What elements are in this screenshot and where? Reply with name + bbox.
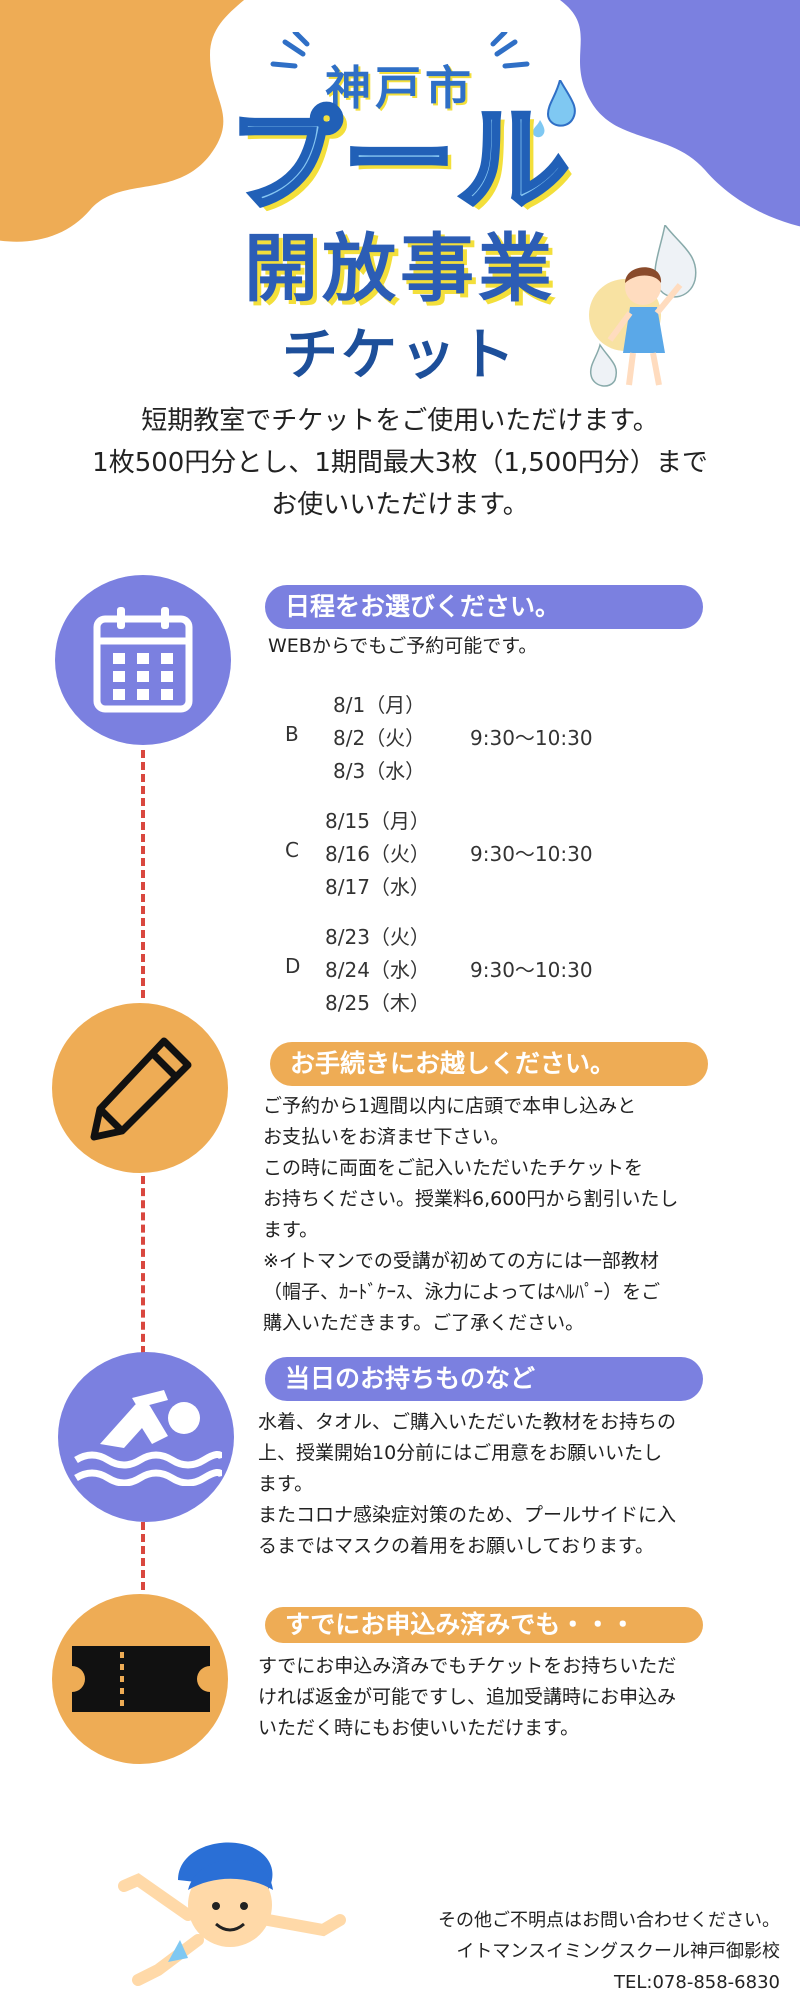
purple-blob-decoration <box>560 0 800 227</box>
schedule-section-title: 日程をお選びください。 <box>265 585 703 629</box>
intro-text: 短期教室でチケットをご使用いただけます。 1枚500円分とし、1期間最大3枚（1… <box>60 400 740 526</box>
schedule-table: B 8/1（月） 8/2（火） 8/3（水） 9:30～10:30 C 8/15… <box>285 683 625 1018</box>
belongings-section-title: 当日のお持ちものなど <box>265 1357 703 1401</box>
procedure-line: お支払いをお済ませ下さい。 <box>263 1126 510 1148</box>
schedule-time: 9:30～10:30 <box>470 842 593 866</box>
schedule-date: 8/24（水） <box>325 958 430 982</box>
belongings-line: 上、授業開始10分前にはご用意をお願いいたし <box>258 1442 663 1464</box>
pencil-circle <box>52 1003 228 1173</box>
ticket-icon <box>72 1646 210 1712</box>
schedule-group-label: C <box>285 838 299 862</box>
swimming-boy-illustration <box>118 1842 346 1986</box>
procedure-line: ます。 <box>263 1219 319 1241</box>
procedure-line: ※イトマンでの受講が初めての方には一部教材 <box>263 1250 659 1272</box>
intro-line-1: 短期教室でチケットをご使用いただけます。 <box>141 406 659 436</box>
schedule-time: 9:30～10:30 <box>470 726 593 750</box>
intro-line-2: 1枚500円分とし、1期間最大3枚（1,500円分）まで <box>92 448 708 478</box>
schedule-date: 8/3（水） <box>333 759 426 783</box>
schedule-time: 9:30～10:30 <box>470 958 593 982</box>
header-ticket-title: チケット <box>282 323 518 388</box>
header-city: 神戸市 <box>325 61 475 115</box>
footer-line-2: イトマンスイミングスクール神戸御影校 <box>456 1941 780 1962</box>
schedule-date: 8/25（木） <box>325 991 430 1015</box>
timeline-connector <box>141 1522 145 1590</box>
orange-blob-decoration <box>0 0 245 242</box>
procedure-line: （帽子、ｶｰﾄﾞｹｰｽ、泳力によってはﾍﾙﾊﾟｰ）をご <box>263 1281 661 1303</box>
schedule-group-label: B <box>285 722 299 746</box>
schedule-date: 8/15（月） <box>325 809 430 833</box>
applied-line: すでにお申込み済みでもチケットをお持ちいただ <box>258 1655 677 1677</box>
belongings-line: またコロナ感染症対策のため、プールサイドに入 <box>258 1504 677 1526</box>
procedure-line: この時に両面をご記入いただいたチケットを <box>263 1157 644 1179</box>
procedure-line: ご予約から1週間以内に店頭で本申し込みと <box>263 1095 637 1117</box>
ticket-circle <box>52 1594 228 1764</box>
schedule-date: 8/2（火） <box>333 726 426 750</box>
header-project-title: 開放事業 <box>244 226 556 312</box>
procedure-text: ご予約から1週間以内に店頭で本申し込みと お支払いをお済ませ下さい。 この時に両… <box>263 1091 678 1339</box>
footer-contact: その他ご不明点はお問い合わせください。 イトマンスイミングスクール神戸御影校 T… <box>380 1905 780 1998</box>
belongings-line: ます。 <box>258 1473 314 1495</box>
schedule-date: 8/1（月） <box>333 693 426 717</box>
swimmer-circle <box>58 1352 234 1522</box>
calendar-icon <box>93 607 193 713</box>
water-drop-icon <box>532 80 576 138</box>
belongings-line: 水着、タオル、ご購入いただいた教材をお持ちの <box>258 1411 677 1433</box>
belongings-text: 水着、タオル、ご購入いただいた教材をお持ちの 上、授業開始10分前にはご用意をお… <box>258 1407 676 1562</box>
schedule-date: 8/16（火） <box>325 842 430 866</box>
schedule-subtitle: WEBからでもご予約可能です。 <box>268 635 538 657</box>
applied-section-title: すでにお申込み済みでも・・・ <box>265 1607 703 1643</box>
intro-line-3: お使いいただけます。 <box>271 490 529 520</box>
procedure-line: お持ちください。授業料6,600円から割引いたし <box>263 1188 679 1210</box>
girl-mascot-illustration <box>589 225 697 387</box>
timeline-connector <box>141 1176 145 1354</box>
footer-line-1: その他ご不明点はお問い合わせください。 <box>438 1910 780 1931</box>
applied-line: ければ返金が可能ですし、追加受講時にお申込み <box>258 1686 677 1708</box>
schedule-date: 8/17（水） <box>325 875 430 899</box>
title-sparkle-decoration <box>270 32 530 69</box>
procedure-section-title: お手続きにお越しください。 <box>270 1042 708 1086</box>
schedule-date: 8/23（火） <box>325 925 430 949</box>
schedule-group-label: D <box>285 954 301 978</box>
procedure-line: 購入いただきます。ご了承ください。 <box>263 1312 585 1334</box>
timeline-connector <box>141 750 145 998</box>
applied-line: いただく時にもお使いいただけます。 <box>258 1717 580 1739</box>
belongings-line: るまではマスクの着用をお願いしております。 <box>258 1535 654 1557</box>
applied-text: すでにお申込み済みでもチケットをお持ちいただ ければ返金が可能ですし、追加受講時… <box>258 1651 676 1744</box>
swimmer-icon <box>74 1390 222 1486</box>
pencil-icon <box>90 1037 192 1141</box>
header-pool-title: プール <box>227 96 572 226</box>
footer-tel[interactable]: TEL:078-858-6830 <box>614 1972 780 1993</box>
calendar-circle <box>55 575 231 745</box>
